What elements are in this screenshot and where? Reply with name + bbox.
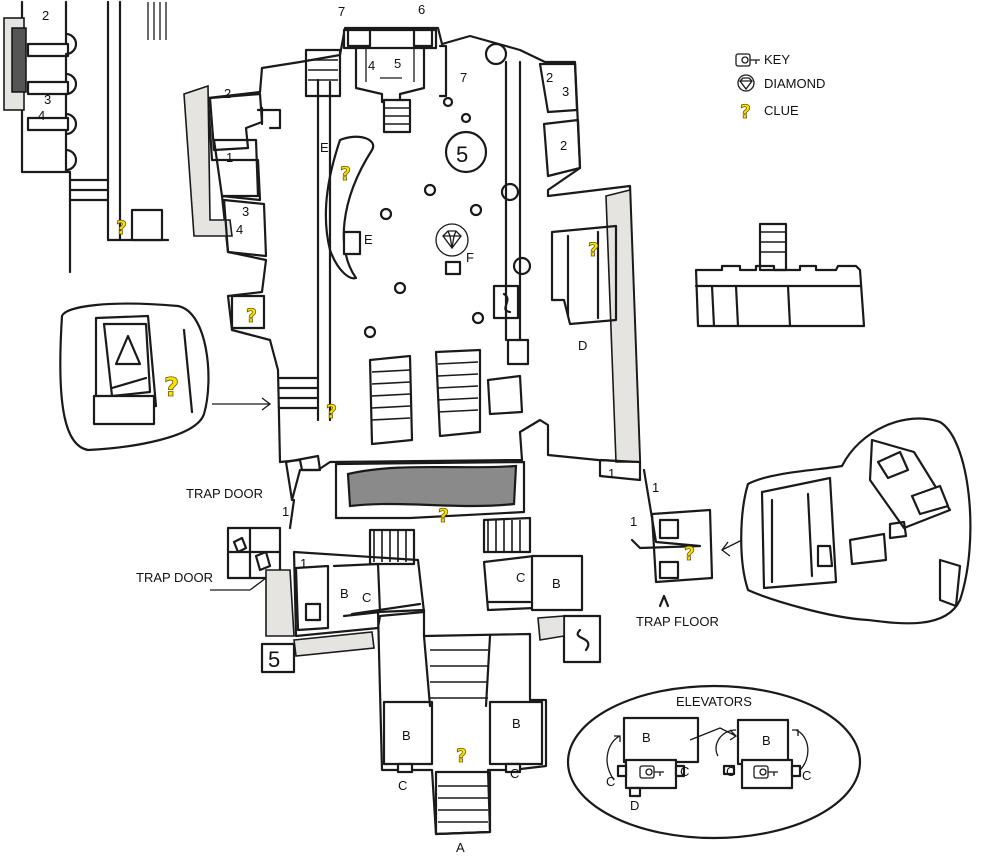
room-c-entry-right: C [510,766,519,781]
room-1-b: 1 [652,480,659,495]
room-d-right: D [578,338,587,353]
room-2-left: 2 [224,86,231,101]
room-b-entry-left: B [402,728,411,743]
legend-clue-label: CLUE [764,103,799,118]
elevators-title: ELEVATORS [676,694,752,709]
clue-marker-south-left: ? [326,401,337,423]
room-6: 6 [418,2,425,17]
elevator-c-2: C [680,764,689,779]
legend-key-label: KEY [764,52,790,67]
trap-floor-label: TRAP FLOOR [636,614,719,629]
diamond-marker [435,223,469,257]
clue-marker-pit: ? [438,505,449,527]
key-icon [639,765,664,779]
key-icon [753,765,778,779]
room-3-right: 3 [562,84,569,99]
elevator-b-left: B [642,730,651,745]
room-5-box: 5 [268,647,280,672]
elevator-c-4: C [802,768,811,783]
room-e-upper: E [364,232,373,247]
detail-bubble-right [721,417,972,625]
inset-room-3: 3 [44,92,51,107]
diamond-icon [737,74,755,92]
room-c-entry-left: C [398,778,407,793]
inset-room-2: 2 [42,8,49,23]
room-2-right-b: 2 [560,138,567,153]
lower-wings: 5 1 B C C B ? 1 1 1 1 [226,458,714,674]
room-7-left: 7 [338,4,345,19]
room-3-left: 3 [242,204,249,219]
room-f: F [466,250,474,265]
elevator-b-right: B [762,733,771,748]
clue-marker-trap-floor: ? [684,543,695,565]
room-1-a: 1 [608,466,615,481]
room-c-right: C [516,570,525,585]
room-7-right: 7 [460,70,467,85]
question-mark-icon: ? [740,101,751,123]
room-b-left: B [340,586,349,601]
room-e-left: E [320,140,329,155]
great-hall: 5 E E F ? [320,96,532,366]
clue-marker-bubble-left: ? [164,373,179,403]
legend: KEY DIAMOND ? CLUE [735,52,825,123]
room-2-right-a: 2 [546,70,553,85]
legend-diamond-label: DIAMOND [764,76,825,91]
room-5-top: 5 [394,56,401,71]
elevator-c-3: C [726,764,735,779]
left-rooms: 2 1 3 4 ? [208,86,268,330]
clue-marker-inset: ? [116,217,127,239]
inset-room-4: 4 [38,108,45,123]
room-c-left: C [362,590,371,605]
room-1-d: 1 [300,556,307,571]
room-1-left: 1 [226,150,233,165]
room-b-entry-right: B [512,716,521,731]
elevator-c-1: C [606,774,615,789]
top-rooms: 7 6 4 5 7 [304,2,508,134]
pit [346,464,518,508]
room-1-c: 1 [630,514,637,529]
right-rooms: 2 3 2 ? D [538,62,618,353]
entrance-a: A [456,840,465,855]
room-b-right: B [552,576,561,591]
clue-marker-left: ? [246,305,257,327]
room-1-e: 1 [282,504,289,519]
annotations: TRAP DOOR TRAP DOOR TRAP FLOOR [136,486,719,629]
room-5-big: 5 [456,142,468,167]
room-4-left: 4 [236,222,243,237]
clue-marker-great-hall: ? [340,163,351,185]
clue-marker-entrance: ? [456,745,467,767]
clue-marker-right: ? [588,239,599,261]
key-icon [735,53,760,67]
entrance: B B C C ? A [376,608,548,855]
room-4-top: 4 [368,58,375,73]
detached-building [694,222,866,328]
south-hall: ? ? [278,348,526,530]
elevator-d: D [630,798,639,813]
elevators-diagram: ELEVATORS B B C C C C D [566,684,862,840]
trap-door-upper-label: TRAP DOOR [186,486,263,501]
trap-door-lower-label: TRAP DOOR [136,570,213,585]
detail-bubble-left: ? [59,302,272,452]
inset-map: 2 3 4 ? [3,0,170,274]
